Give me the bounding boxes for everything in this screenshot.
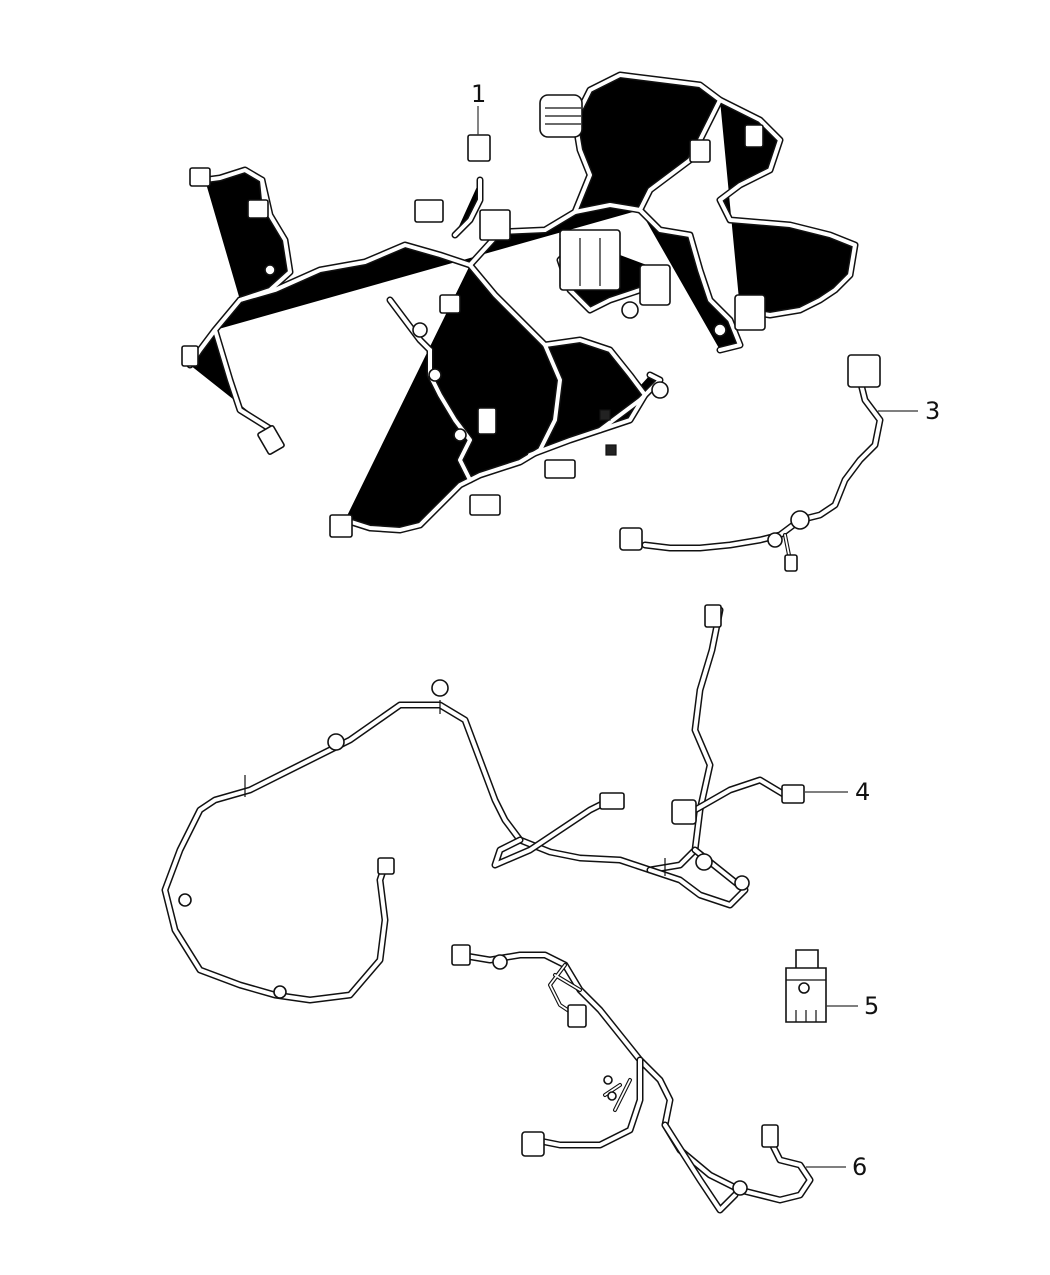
callout-5: 5: [826, 992, 879, 1020]
svg-text:4: 4: [855, 778, 870, 806]
harness-part-6[interactable]: [451, 944, 814, 1214]
callout-1: 1: [471, 80, 486, 135]
svg-text:1: 1: [471, 80, 486, 108]
svg-text:6: 6: [852, 1153, 867, 1181]
callout-4: 4: [805, 778, 870, 806]
callout-3: 3: [878, 397, 940, 425]
part-4-connector-right: [781, 784, 805, 804]
svg-text:5: 5: [864, 992, 879, 1020]
part-3-connector-left: [619, 527, 643, 551]
harness-part-1[interactable]: [181, 75, 855, 538]
part-4-connector-top: [704, 604, 722, 628]
harness-part-3[interactable]: [619, 354, 884, 572]
part-3-connector-top: [847, 354, 881, 388]
part-6-connector-right: [761, 1124, 779, 1148]
part-1-connectors: [181, 94, 766, 538]
relay-part-5[interactable]: [785, 949, 827, 1023]
part-6-connector-left: [451, 944, 471, 966]
callout-6: 6: [806, 1153, 867, 1181]
harness-part-4[interactable]: [161, 604, 805, 1004]
svg-text:3: 3: [925, 397, 940, 425]
